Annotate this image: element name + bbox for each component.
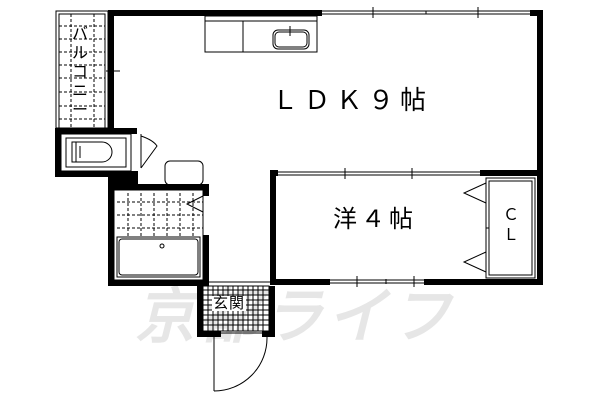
closet (462, 177, 536, 279)
balcony-outline (55, 10, 109, 129)
walls (55, 10, 543, 337)
toilet (60, 133, 158, 172)
entrance (202, 281, 270, 392)
windows (106, 7, 530, 287)
kitchen-counter (164, 15, 318, 186)
room-label-closet: ＣＬ (503, 205, 520, 244)
room-label-ldk: ＬＤＫ９帖 (272, 86, 433, 116)
room-label-balcony: バルコニー (72, 24, 89, 119)
room-label-western: 洋４帖 (333, 205, 417, 233)
watermark: 京都ライフ (135, 282, 455, 352)
room-label-entrance: 玄関 (212, 294, 247, 312)
bathroom (113, 189, 204, 281)
